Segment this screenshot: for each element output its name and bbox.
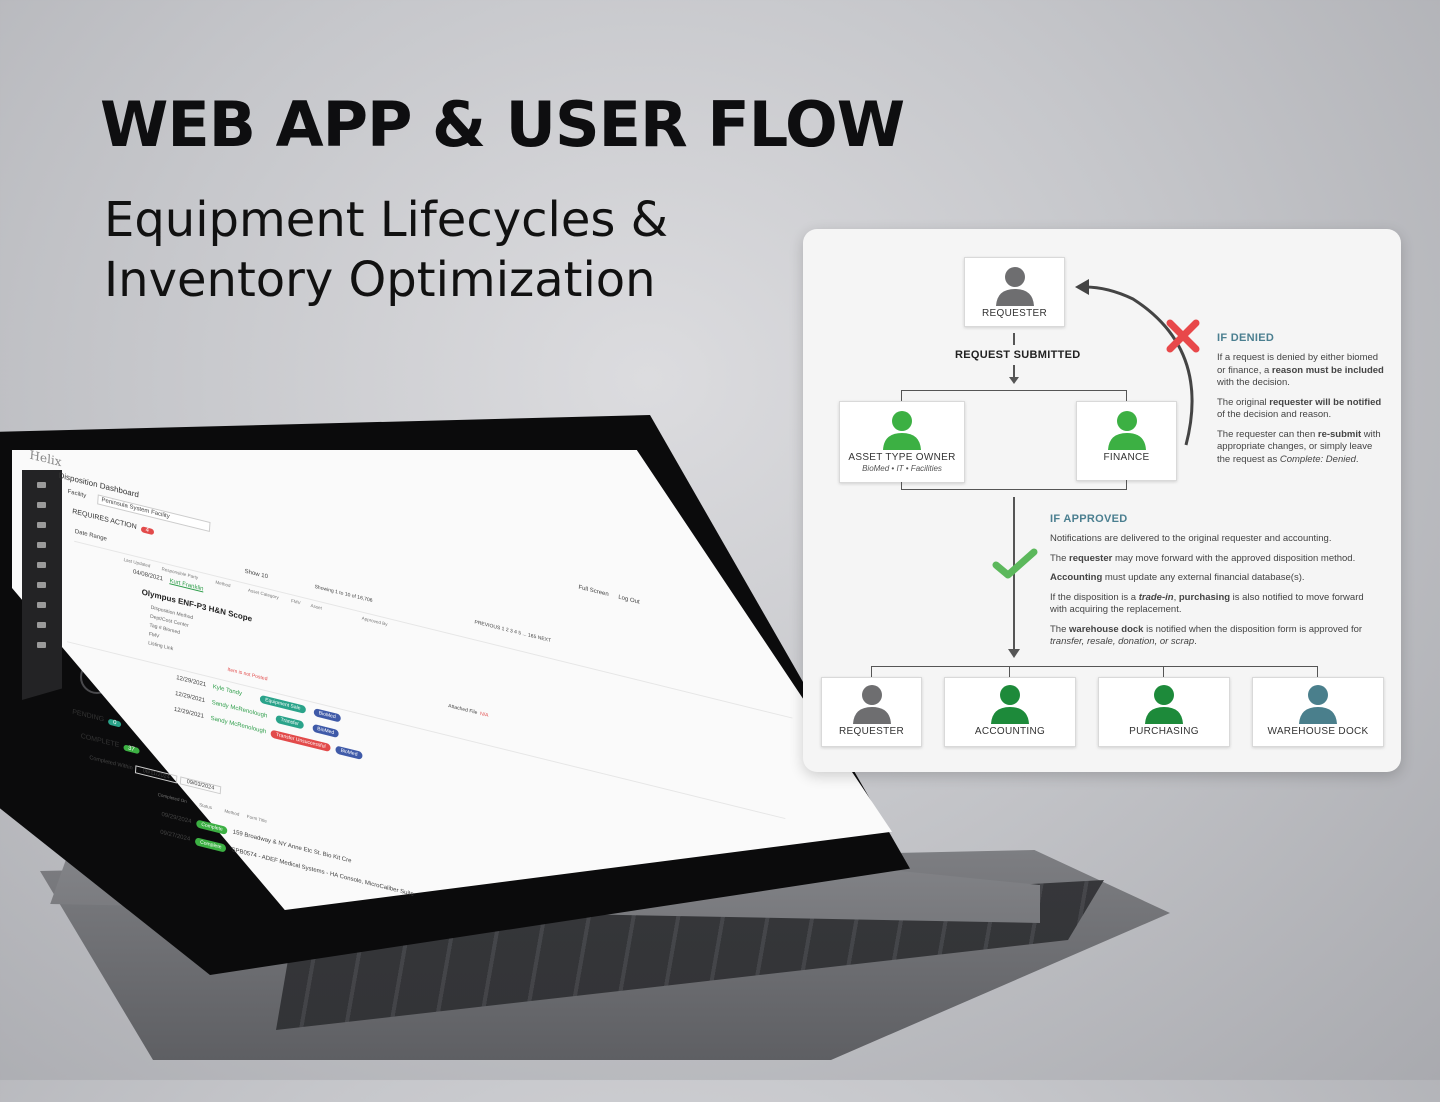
user-icon (883, 411, 921, 450)
gear-icon[interactable] (37, 562, 46, 568)
purchasing-label: PURCHASING (1129, 726, 1199, 737)
purchasing-node: PURCHASING (1098, 677, 1230, 747)
if-approved-title: IF APPROVED (1050, 513, 1128, 525)
if-denied-title: IF DENIED (1217, 332, 1275, 344)
accounting-label: ACCOUNTING (974, 726, 1046, 737)
user-icon[interactable] (37, 642, 46, 648)
approved-paragraph-2: The requester may move forward with the … (1050, 552, 1356, 564)
warehouse-dock-node: WAREHOUSE DOCK (1252, 677, 1384, 747)
approved-paragraph-5: The warehouse dock is notified when the … (1050, 623, 1363, 648)
hero-title: WEB APP & USER FLOW (100, 88, 905, 161)
pagination[interactable]: PREVIOUS 1 2 3 4 5 ... 165 NEXT (474, 619, 552, 645)
hero-subtitle-line2: Inventory Optimization (104, 252, 656, 308)
requester-node-top: REQUESTER (964, 257, 1065, 327)
user-icon (852, 685, 891, 724)
date-from-input[interactable]: 06/11/2024 (135, 765, 177, 784)
log-out-link[interactable]: Log Out (618, 594, 640, 606)
finance-node: FINANCE (1076, 401, 1177, 481)
requester-label: REQUESTER (982, 308, 1047, 319)
table-row[interactable]: 09/27/2024 Complete SPB0574 - ADEF Medic… (159, 829, 414, 898)
denied-loop-arrow (1075, 279, 1194, 446)
if-denied-section: IF DENIED If a request is denied by eith… (1217, 332, 1387, 473)
list-icon[interactable] (37, 502, 46, 508)
user-icon (1145, 685, 1183, 724)
denied-paragraph-1: If a request is denied by either biomed … (1217, 352, 1384, 388)
document-icon[interactable] (37, 582, 46, 588)
approve-check-icon (992, 548, 1038, 579)
show-select[interactable]: 10 (261, 572, 269, 581)
show-label: Show 10 (244, 568, 269, 581)
arrow-down-icon (1008, 649, 1020, 658)
item-not-posted: Item is not Posted (227, 666, 268, 683)
warehouse-dock-label: WAREHOUSE DOCK (1267, 726, 1369, 737)
deny-x-icon (1166, 319, 1200, 353)
approved-paragraph-3: Accounting must update any external fina… (1050, 572, 1305, 583)
denied-paragraph-2: The original requester will be notified … (1217, 396, 1382, 421)
date-to-input[interactable]: 09/03/2024 (179, 776, 222, 795)
box-icon[interactable] (37, 602, 46, 608)
asset-type-owner-node: ASSET TYPE OWNER BioMed • IT • Facilitie… (839, 401, 965, 483)
asset-type-owner-departments: BioMed • IT • Facilities (862, 464, 942, 473)
asset-type-owner-label: ASSET TYPE OWNER (848, 452, 956, 463)
finance-label: FINANCE (1103, 452, 1150, 463)
facility-label: Facility (67, 488, 87, 500)
complete-count: 37 (122, 744, 140, 755)
approved-paragraph-1: Notifications are delivered to the origi… (1050, 533, 1332, 544)
app-sidebar (22, 470, 62, 700)
hero-subtitle-line1: Equipment Lifecycles & (104, 192, 669, 248)
arrow-down-icon (1009, 377, 1019, 384)
requester-label: REQUESTER (839, 726, 904, 737)
hero-subtitle: Equipment Lifecycles & Inventory Optimiz… (104, 190, 668, 310)
requester-node-bottom: REQUESTER (821, 677, 922, 747)
complete-toggle[interactable]: COMPLETE37 (80, 733, 140, 755)
user-icon (995, 267, 1034, 306)
chart-icon[interactable] (37, 522, 46, 528)
facility-select[interactable]: Peninsula System Facility (97, 494, 211, 533)
transfer-icon[interactable] (37, 542, 46, 548)
attached-file: Attached File N/A (448, 703, 489, 719)
approved-paragraph-4: If the disposition is a trade-in, purcha… (1050, 591, 1364, 616)
accounting-node: ACCOUNTING (944, 677, 1076, 747)
requires-action-count: 4 (140, 526, 155, 536)
date-range-label: Date Range (74, 528, 108, 543)
pending-count: 0 (107, 718, 122, 728)
completed-within: Completed Within 06/11/2024 09/03/2024 (89, 755, 222, 795)
user-flow-card: REQUESTER REQUEST SUBMITTED ASSET TYPE O… (803, 229, 1401, 772)
user-icon (1107, 411, 1146, 450)
user-icon (1299, 685, 1337, 724)
home-icon[interactable] (37, 482, 46, 488)
user-icon (991, 685, 1029, 724)
if-approved-section: IF APPROVED Notifications are delivered … (1050, 513, 1380, 656)
denied-paragraph-3: The requester can then re-submit with ap… (1217, 428, 1381, 465)
settings-icon[interactable] (37, 622, 46, 628)
request-submitted-label: REQUEST SUBMITTED (955, 349, 1081, 361)
